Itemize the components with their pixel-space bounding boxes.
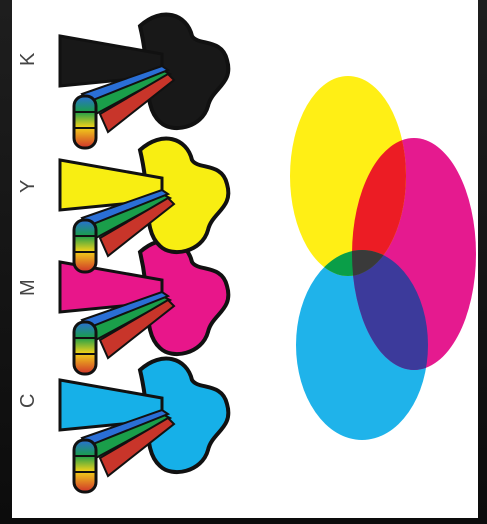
yellow-handle-icon <box>74 220 96 272</box>
channel-letter-y: Y <box>17 180 39 193</box>
cmy-venn-diagram <box>290 76 476 440</box>
black-handle-icon <box>74 96 96 148</box>
channel-letter-m: M <box>17 279 39 296</box>
cyan-brush-figure <box>60 359 228 492</box>
cmyk-illustration: C M Y K <box>12 0 478 518</box>
black-brush-figure <box>60 15 228 148</box>
channel-letter-k: K <box>17 52 39 66</box>
magenta-handle-icon <box>74 322 96 374</box>
illustration-panel: C M Y K <box>12 0 478 518</box>
channel-letter-c: C <box>17 394 39 408</box>
cyan-handle-icon <box>74 440 96 492</box>
